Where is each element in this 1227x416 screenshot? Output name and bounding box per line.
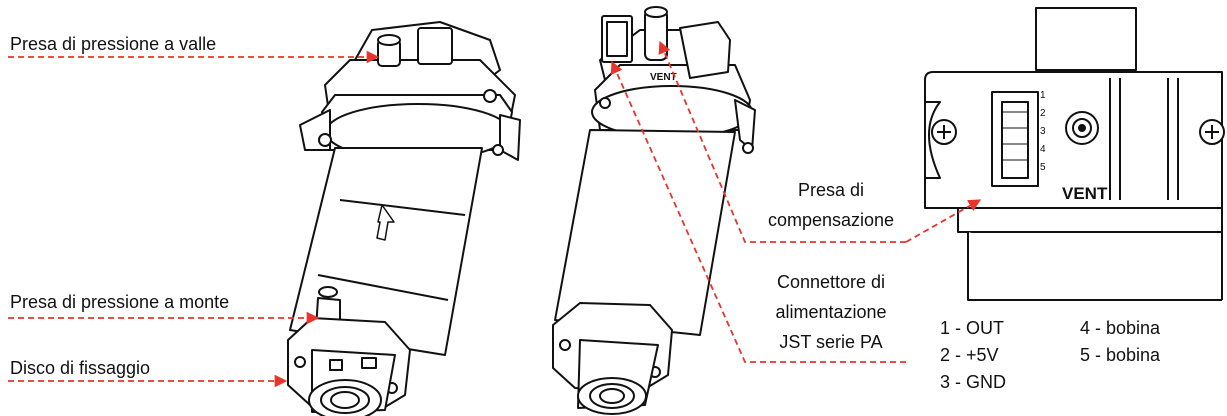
vent-small-label: VENT <box>650 72 677 83</box>
detail-view <box>924 7 1225 301</box>
connector-label-line2: alimentazione <box>775 302 887 322</box>
leader-comp-detail <box>905 199 982 243</box>
comp-port-label-line1: Presa di <box>797 180 865 200</box>
pinout-5: 5 - bobina <box>1080 345 1161 365</box>
pinout-3: 3 - GND <box>940 372 1007 392</box>
connector-label-line3: JST serie PA <box>779 332 883 352</box>
outlet-port-label: Presa di pressione a valle <box>10 34 217 54</box>
vent-label: VENT <box>1062 184 1108 203</box>
pin-number-4: 4 <box>1040 144 1046 155</box>
comp-port-label-line2: compensazione <box>767 210 895 230</box>
inlet-port-label: Presa di pressione a monte <box>10 292 230 312</box>
pin-number-2: 2 <box>1040 108 1046 119</box>
left-device <box>287 21 521 416</box>
pin-number-3: 3 <box>1040 126 1046 137</box>
pinout-2: 2 - +5V <box>940 345 999 365</box>
pin-number-5: 5 <box>1040 162 1046 173</box>
pinout-1: 1 - OUT <box>940 318 1005 338</box>
fixing-disc-label: Disco di fissaggio <box>10 358 151 378</box>
connector-label-line1: Connettore di <box>776 272 886 292</box>
pinout-4: 4 - bobina <box>1080 318 1161 338</box>
leader-connector <box>610 60 906 363</box>
middle-device: VENT <box>552 6 756 415</box>
leader-comp <box>658 40 906 243</box>
pin-number-1: 1 <box>1040 90 1046 101</box>
